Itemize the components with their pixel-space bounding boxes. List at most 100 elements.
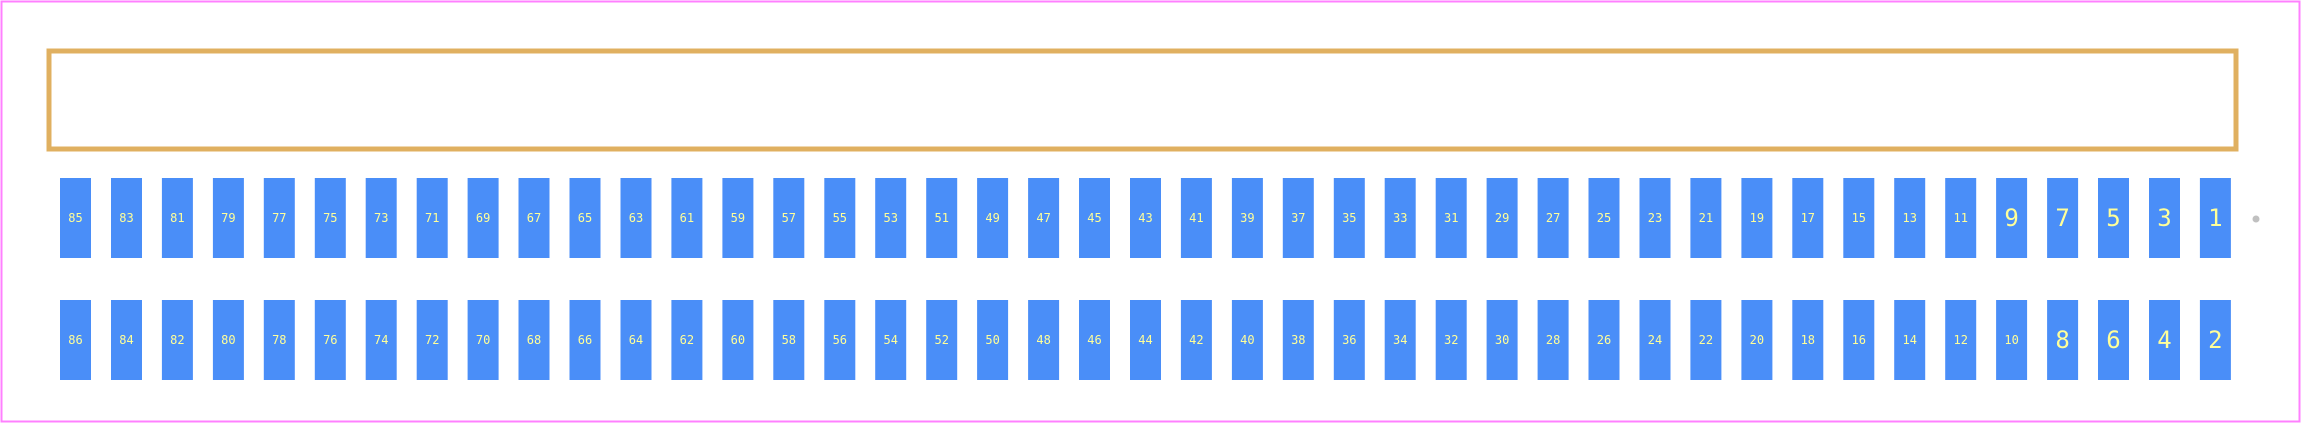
pad-label-64: 64 [629,333,643,347]
pad-label-5: 5 [2106,204,2120,232]
pad-34 [1384,300,1416,380]
pad-72 [416,300,448,380]
pad-5 [2098,178,2129,258]
pad-52 [926,300,958,380]
pad-label-9: 9 [2004,204,2018,232]
pad-label-75: 75 [323,211,337,225]
pad-label-60: 60 [731,333,745,347]
pad-23 [1639,178,1671,258]
pad-27 [1537,178,1569,258]
pad-label-65: 65 [578,211,592,225]
pad-58 [773,300,805,380]
pad-label-14: 14 [1902,333,1916,347]
pad-45 [1079,178,1110,258]
pad-label-84: 84 [119,333,133,347]
pad-20 [1741,300,1773,380]
pad-label-62: 62 [680,333,694,347]
pad-16 [1843,300,1875,380]
pad-label-31: 31 [1444,211,1458,225]
pad-label-28: 28 [1546,333,1560,347]
pad-label-73: 73 [374,211,388,225]
pad-label-3: 3 [2157,204,2171,232]
pad-75 [314,178,346,258]
pad-label-17: 17 [1801,211,1815,225]
pad-65 [569,178,601,258]
pad-21 [1690,178,1722,258]
pad-label-22: 22 [1699,333,1713,347]
pad-68 [518,300,550,380]
pad-70 [467,300,499,380]
pad-label-46: 46 [1087,333,1101,347]
pad-label-38: 38 [1291,333,1305,347]
pad-31 [1435,178,1467,258]
pad-79 [212,178,244,258]
pad-67 [518,178,550,258]
pad-33 [1384,178,1416,258]
pad-35 [1333,178,1365,258]
pad-label-52: 52 [934,333,948,347]
pad-81 [161,178,193,258]
pad-label-26: 26 [1597,333,1611,347]
pad-53 [875,178,907,258]
pad-26 [1588,300,1620,380]
pad-label-1: 1 [2208,204,2222,232]
pad-label-86: 86 [68,333,82,347]
pad-32 [1435,300,1467,380]
pad-label-78: 78 [272,333,286,347]
pad-56 [824,300,856,380]
pad-label-30: 30 [1495,333,1509,347]
pad-label-49: 49 [985,211,999,225]
pad-51 [926,178,958,258]
pad-label-29: 29 [1495,211,1509,225]
pad-37 [1282,178,1314,258]
pad-63 [620,178,652,258]
pad-label-11: 11 [1953,211,1967,225]
pad-label-15: 15 [1852,211,1866,225]
pad-42 [1180,300,1212,380]
pad-label-7: 7 [2055,204,2069,232]
pad-label-58: 58 [782,333,796,347]
pad-77 [263,178,295,258]
pad-2 [2199,300,2231,380]
pad-label-19: 19 [1750,211,1764,225]
pin1-marker [2252,215,2260,223]
pad-label-24: 24 [1648,333,1662,347]
pad-50 [977,300,1009,380]
pad-label-10: 10 [2004,333,2018,347]
pad-29 [1486,178,1518,258]
pad-label-33: 33 [1393,211,1407,225]
pad-46 [1079,300,1110,380]
pad-label-40: 40 [1240,333,1254,347]
pad-label-66: 66 [578,333,592,347]
pad-54 [875,300,907,380]
pad-label-36: 36 [1342,333,1356,347]
pad-label-70: 70 [476,333,490,347]
component-outline [46,48,2239,152]
pad-label-18: 18 [1801,333,1815,347]
pad-label-67: 67 [527,211,541,225]
pad-14 [1894,300,1926,380]
pad-84 [111,300,142,380]
pad-label-82: 82 [170,333,184,347]
pad-label-48: 48 [1036,333,1050,347]
pad-label-54: 54 [883,333,897,347]
pad-label-83: 83 [119,211,133,225]
pad-73 [365,178,397,258]
pad-6 [2098,300,2129,380]
pad-61 [671,178,703,258]
pad-label-76: 76 [323,333,337,347]
pad-47 [1028,178,1060,258]
pad-label-21: 21 [1699,211,1713,225]
pad-label-2: 2 [2208,326,2222,354]
pad-label-12: 12 [1953,333,1967,347]
pad-label-71: 71 [425,211,439,225]
pad-label-72: 72 [425,333,439,347]
pad-82 [161,300,193,380]
pad-label-27: 27 [1546,211,1560,225]
pad-17 [1792,178,1824,258]
pad-label-20: 20 [1750,333,1764,347]
